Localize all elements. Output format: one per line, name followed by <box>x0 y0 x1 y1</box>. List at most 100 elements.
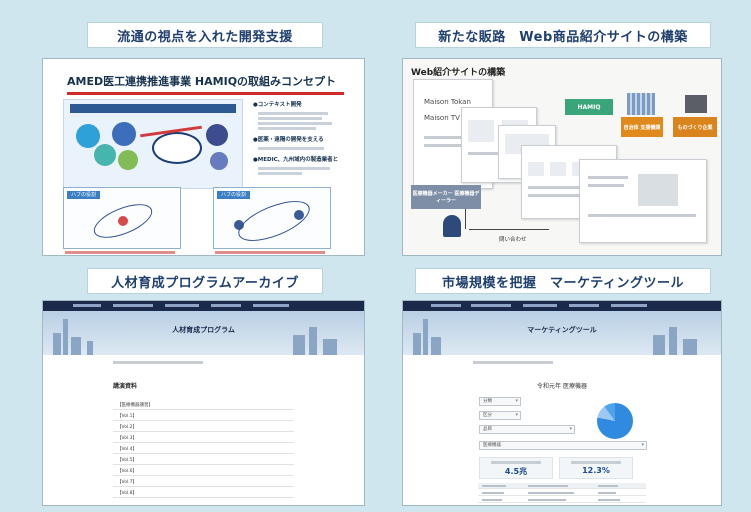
factory-icon <box>685 95 707 113</box>
filter-select-4[interactable]: 医療機器 <box>479 441 647 450</box>
text-line <box>258 127 316 130</box>
stat-value-1: 4.5兆 <box>504 467 528 476</box>
product-image <box>638 174 678 206</box>
nav-item[interactable] <box>431 304 461 307</box>
list-item[interactable]: 【Vol.6】 <box>113 467 294 476</box>
nav-item[interactable] <box>471 304 511 307</box>
breadcrumb[interactable] <box>113 361 203 364</box>
filter-select-1[interactable]: 分類 <box>479 397 521 406</box>
nav-item[interactable] <box>73 304 101 307</box>
nav-item[interactable] <box>523 304 557 307</box>
panel-title: 令和元年 医療機器 <box>537 383 587 390</box>
mini-label: ハブの役割 <box>67 191 101 199</box>
quadrant-1-title: 流通の視点を入れた開発支援 <box>87 22 323 48</box>
list-item[interactable]: 【Vol.8】 <box>113 489 294 498</box>
diagram-bubble-3 <box>112 122 136 146</box>
stat-card-1: 4.5兆 <box>479 457 553 479</box>
footnote-1 <box>65 251 175 254</box>
inquiry-label: 問い合わせ <box>499 237 527 243</box>
stat-value-2: 12.3% <box>582 466 610 475</box>
hero-banner: 人材育成プログラム <box>43 311 364 355</box>
list-item[interactable]: 【医療機器講習】 <box>113 401 294 410</box>
bullet-2: ●医薬・遠隔の開発を支える <box>253 137 324 143</box>
nav-item[interactable] <box>253 304 289 307</box>
stat-card-2: 12.3% <box>559 457 633 479</box>
image-placeholder <box>468 120 494 142</box>
list-item[interactable]: 【Vol.3】 <box>113 434 294 443</box>
skyline-building <box>309 327 317 355</box>
text-line <box>588 184 624 187</box>
hero-title: 人材育成プログラム <box>172 326 235 334</box>
site-nav[interactable] <box>43 301 364 311</box>
product-page-2 <box>579 159 707 243</box>
filter-select-2[interactable]: 区分 <box>479 411 521 420</box>
text-line <box>528 186 608 189</box>
list-item[interactable]: 【Vol.4】 <box>113 445 294 454</box>
skyline-building <box>423 319 428 355</box>
diagram-bubble-6 <box>210 152 228 170</box>
concept-mini-1: ハブの役割 <box>63 187 181 249</box>
skyline-building <box>323 339 337 355</box>
skyline-building <box>669 327 677 355</box>
archive-site: 人材育成プログラム 講演資料 【医療機器講習】 【Vol.1】 【Vol.2】 … <box>42 300 365 506</box>
list-item[interactable]: 【Vol.5】 <box>113 456 294 465</box>
text-line <box>528 194 598 197</box>
stat-label <box>491 461 541 464</box>
quadrant-3-title: 人材育成プログラムアーカイブ <box>87 268 323 294</box>
support-box: 自治体 支援機関 <box>621 117 663 137</box>
skyline-building <box>71 337 81 355</box>
diagram-hub <box>152 132 202 164</box>
nav-item[interactable] <box>211 304 241 307</box>
diagram-bubble-5 <box>206 124 228 146</box>
skyline-building <box>53 333 61 355</box>
text-line <box>424 144 470 147</box>
text-line <box>588 176 628 179</box>
text-line <box>258 147 324 150</box>
concept-mini-2: ハブの役割 <box>213 187 331 250</box>
footnote-2 <box>215 251 325 254</box>
nav-item[interactable] <box>611 304 647 307</box>
orbit-dot <box>234 220 244 230</box>
concept-slide: AMED医工連携推進事業 HAMIQの取組みコンセプト ●コンテキスト開発 ●医… <box>42 58 365 256</box>
list-item[interactable]: 【Vol.1】 <box>113 412 294 421</box>
nav-item[interactable] <box>165 304 199 307</box>
skyline-building <box>63 319 68 355</box>
stat-label <box>571 461 621 464</box>
pie-chart <box>597 403 633 439</box>
site-logo-2: Maison TV <box>424 114 460 122</box>
text-line <box>468 152 526 155</box>
filter-select-3[interactable]: 品目 <box>479 425 575 434</box>
list-item[interactable]: 【Vol.7】 <box>113 478 294 487</box>
text-line <box>424 136 480 139</box>
skyline-building <box>431 337 441 355</box>
concept-diagram <box>63 99 243 189</box>
text-line <box>588 214 696 217</box>
quadrant-2-title: 新たな販路 Web商品紹介サイトの構築 <box>415 22 711 48</box>
nav-item[interactable] <box>113 304 153 307</box>
site-nav[interactable] <box>403 301 721 311</box>
breadcrumb[interactable] <box>473 361 553 364</box>
orbit-ring <box>233 192 315 250</box>
concept-banner <box>70 104 236 113</box>
skyline-building <box>413 333 421 355</box>
table-row <box>478 490 646 496</box>
hamiq-box: HAMIQ <box>565 99 613 115</box>
table-row <box>478 497 646 503</box>
text-line <box>258 112 328 115</box>
list-item[interactable]: 【Vol.2】 <box>113 423 294 432</box>
nav-item[interactable] <box>569 304 599 307</box>
skyline-building <box>293 335 305 355</box>
connector-line <box>469 229 549 230</box>
connector-line <box>465 209 466 229</box>
image-placeholder <box>528 162 544 176</box>
skyline-building <box>87 341 93 355</box>
buyer-box: 医療機器メーカー 医療機器ディーラー <box>411 185 481 209</box>
skyline-building <box>683 339 697 355</box>
person-icon <box>443 215 461 237</box>
hero-title: マーケティングツール <box>527 326 597 334</box>
diagram-bubble-1 <box>76 124 100 148</box>
text-line <box>258 117 322 120</box>
web-catalog-slide: Web紹介サイトの構築 Maison Tokan Maison TV HAMIQ… <box>402 58 722 256</box>
section-heading: 講演資料 <box>113 383 138 390</box>
bullet-1: ●コンテキスト開発 <box>253 102 302 108</box>
